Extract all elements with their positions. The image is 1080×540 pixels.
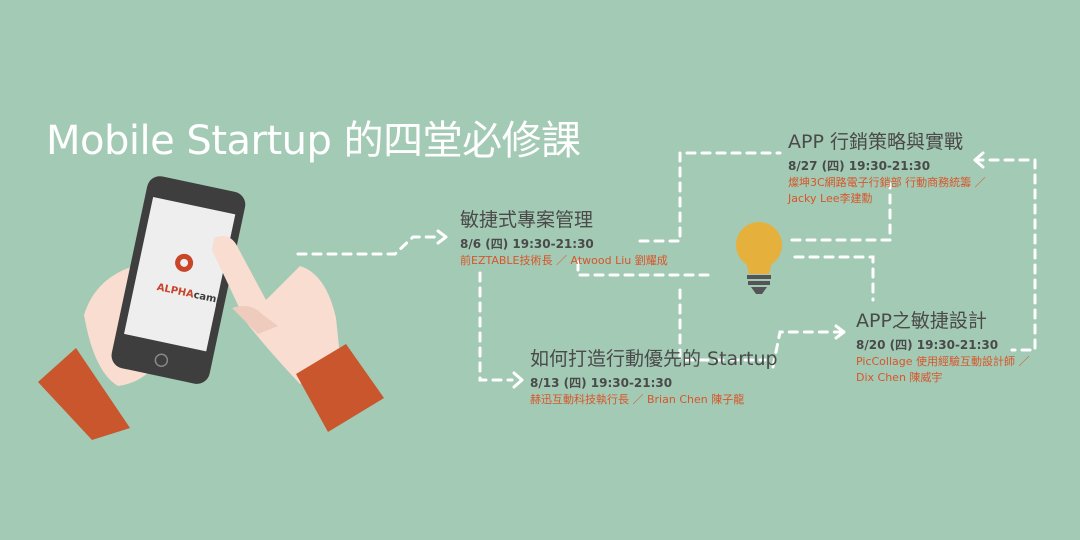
session-speaker: Jacky Lee李建勳: [788, 192, 873, 205]
session-date: 8/13 (四) 19:30-21:30: [530, 376, 673, 390]
route-path-1: [296, 235, 442, 256]
route-path-6: [678, 288, 767, 362]
route-path-8: [793, 255, 875, 302]
route-paths: [296, 151, 1037, 382]
arrow-right-icon: [512, 371, 524, 389]
right-hand-icon: [212, 236, 384, 432]
session-card-1: 敏捷式專案管理 8/6 (四) 19:30-21:30 前EZTABLE技術長 …: [460, 208, 668, 268]
session-speaker: 燦坤3C網路電子行銷部 行動商務統籌 ／: [788, 176, 986, 189]
session-card-4: APP 行銷策略與實戰 8/27 (四) 19:30-21:30 燦坤3C網路電…: [788, 130, 986, 206]
session-title: 如何打造行動優先的 Startup: [530, 348, 778, 370]
arrow-right-icon: [834, 324, 846, 340]
route-path-7: [790, 182, 892, 242]
session-speaker: 前EZTABLE技術長 ／ Atwood Liu 劉耀成: [460, 254, 668, 267]
smartphone-icon: [111, 176, 246, 384]
session-speaker: 赫迅互動科技執行長 ／ Brian Chen 陳子龍: [530, 393, 745, 406]
session-date: 8/20 (四) 19:30-21:30: [856, 338, 999, 352]
session-date: 8/6 (四) 19:30-21:30: [460, 237, 594, 251]
route-path-4: [478, 271, 514, 382]
route-path-2: [638, 151, 782, 243]
session-title: APP之敏捷設計: [856, 310, 987, 332]
route-path-9: [771, 330, 842, 369]
arrow-right-icon: [436, 229, 448, 245]
session-card-3: APP之敏捷設計 8/20 (四) 19:30-21:30 PicCollage…: [856, 309, 1030, 385]
session-title: 敏捷式專案管理: [460, 209, 594, 231]
lightbulb-icon: [736, 222, 782, 294]
session-title: APP 行銷策略與實戰: [788, 131, 963, 153]
route-path-5: [576, 260, 717, 277]
session-date: 8/27 (四) 19:30-21:30: [788, 159, 931, 173]
session-speaker: Dix Chen 陳威宇: [856, 371, 943, 384]
arrow-left-icon: [973, 151, 985, 169]
session-speaker: PicCollage 使用經驗互動設計師 ／: [856, 355, 1030, 368]
session-card-2: 如何打造行動優先的 Startup 8/13 (四) 19:30-21:30 赫…: [530, 347, 778, 407]
route-path-3: [973, 158, 1037, 352]
route-arrows: [436, 151, 985, 389]
page-title: Mobile Startup 的四堂必修課: [46, 118, 581, 164]
